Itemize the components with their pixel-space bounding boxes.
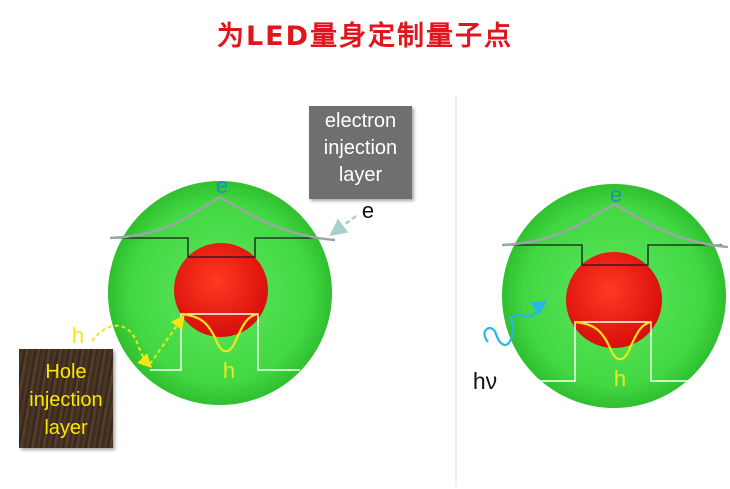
hole-tunnel-arrow — [149, 314, 185, 365]
hole-box-line-1: Hole — [45, 361, 87, 383]
electron-injection-arrow — [329, 215, 357, 237]
photon-label: hν — [473, 368, 497, 394]
electron-box-line-1: electron — [324, 110, 397, 132]
left-hole-wave — [180, 312, 259, 353]
electron-arrow-label: e — [362, 198, 374, 223]
right-quantum-dot: e h hν — [473, 182, 729, 408]
right-hole-wave — [574, 320, 652, 361]
electron-injection-layer-box: electron injection layer — [309, 106, 412, 199]
left-quantum-dot: e h e h — [72, 173, 374, 405]
right-core — [566, 252, 662, 348]
hole-injection-arrow — [91, 324, 152, 368]
left-electron-wave-label: e — [216, 173, 228, 198]
electron-box-line-2: injection — [323, 137, 398, 159]
left-conduction-band — [115, 237, 320, 258]
hole-injection-layer-box: Hole injection layer — [19, 349, 113, 448]
right-valence-band — [505, 321, 720, 382]
page-title: 为LED量身定制量子点 — [216, 21, 514, 52]
hole-box-line-2: injection — [29, 389, 103, 411]
electron-box-line-3: layer — [338, 164, 383, 186]
right-conduction-band — [505, 244, 722, 266]
photon-wavy-arrow — [483, 300, 548, 346]
right-electron-wave — [501, 202, 729, 249]
right-electron-wave-label: e — [610, 182, 622, 207]
left-valence-band — [150, 313, 300, 371]
left-electron-wave — [109, 195, 336, 242]
right-hole-wave-label: h — [614, 366, 626, 391]
hole-box-line-3: layer — [44, 417, 88, 439]
left-hole-wave-label: h — [223, 358, 235, 383]
hole-arrow-label: h — [72, 323, 84, 348]
